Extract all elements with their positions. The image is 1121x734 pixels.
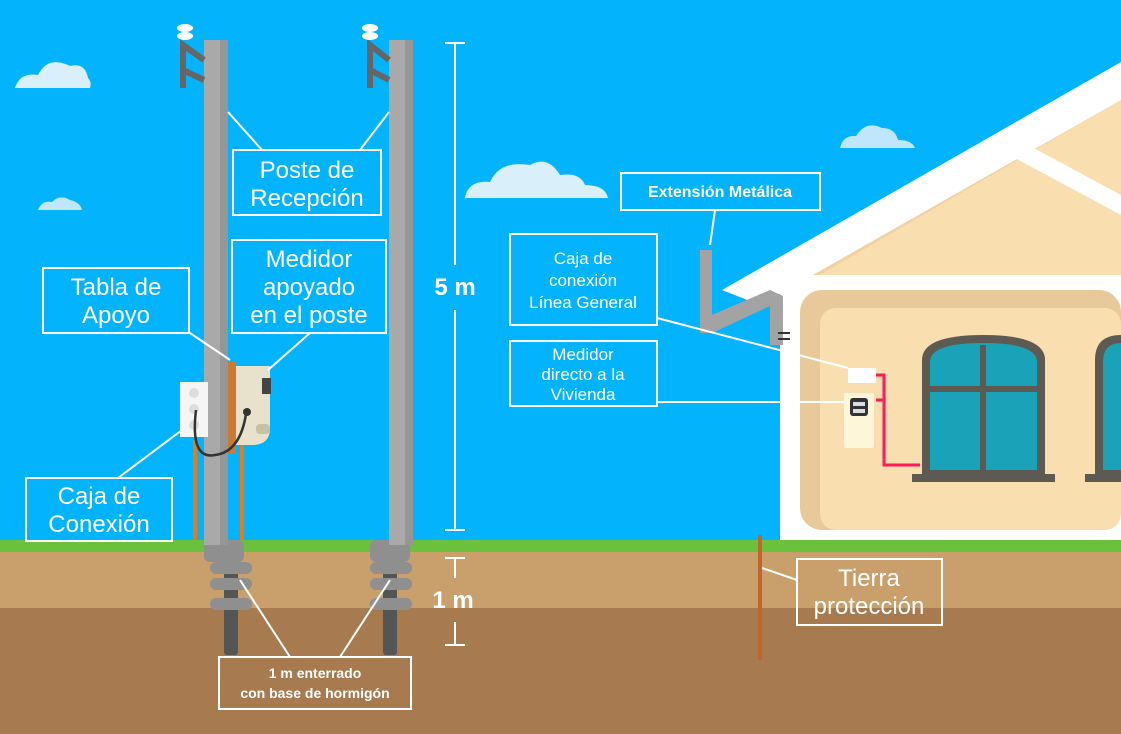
svg-text:Recepción: Recepción bbox=[250, 185, 363, 212]
svg-text:Tabla de: Tabla de bbox=[71, 274, 162, 301]
cable bbox=[193, 409, 248, 457]
svg-text:protección: protección bbox=[814, 593, 925, 620]
soil-top bbox=[0, 552, 1121, 608]
cloud-icon bbox=[840, 125, 915, 148]
cloud-icon bbox=[15, 62, 91, 88]
pole-right bbox=[362, 24, 413, 655]
window bbox=[1085, 335, 1121, 482]
svg-text:en el poste: en el poste bbox=[250, 302, 367, 329]
label-poste-recepcion: Poste de Recepción bbox=[232, 149, 382, 216]
label-1m: 1 m bbox=[432, 587, 473, 614]
svg-text:Medidor: Medidor bbox=[552, 345, 614, 364]
svg-text:Apoyo: Apoyo bbox=[82, 302, 150, 329]
soil-bottom bbox=[0, 608, 1121, 734]
label-extension-metalica: Extensión Metálica bbox=[620, 172, 821, 211]
window bbox=[912, 335, 1055, 482]
label-tabla-apoyo: Tabla de Apoyo bbox=[42, 267, 190, 334]
ground-rod bbox=[758, 535, 762, 660]
svg-text:Medidor: Medidor bbox=[266, 246, 353, 273]
label-caja-linea-general: Caja de conexión Línea General bbox=[509, 233, 658, 326]
cloud-icon bbox=[465, 161, 608, 198]
svg-text:Tierra: Tierra bbox=[838, 565, 900, 592]
svg-text:Vivienda: Vivienda bbox=[551, 385, 616, 404]
cloud-icon bbox=[38, 197, 82, 210]
label-tierra-proteccion: Tierra protección bbox=[796, 558, 943, 626]
svg-text:apoyado: apoyado bbox=[263, 274, 355, 301]
svg-text:Caja de: Caja de bbox=[554, 249, 613, 268]
red-wire bbox=[876, 373, 920, 467]
leader-lines bbox=[117, 111, 849, 658]
label-medidor-vivienda: Medidor directo a la Vivienda bbox=[509, 340, 658, 407]
label-enterrado: 1 m enterrado con base de hormigón bbox=[218, 656, 412, 710]
support-board bbox=[228, 362, 236, 454]
grass bbox=[0, 540, 1121, 552]
house bbox=[700, 62, 1121, 540]
dimension-1m bbox=[445, 557, 465, 646]
label-medidor-poste: Medidor apoyado en el poste bbox=[231, 239, 387, 334]
label-caja-conexion: Caja de Conexión bbox=[25, 477, 173, 542]
svg-text:Poste de: Poste de bbox=[260, 157, 355, 184]
svg-text:Línea General: Línea General bbox=[529, 293, 637, 312]
svg-text:Caja de: Caja de bbox=[58, 483, 141, 510]
svg-text:1 m enterrado: 1 m enterrado bbox=[269, 665, 362, 681]
svg-text:Conexión: Conexión bbox=[48, 511, 149, 538]
metal-extension bbox=[700, 250, 783, 345]
house-meter bbox=[844, 393, 874, 448]
label-5m: 5 m bbox=[434, 274, 475, 301]
svg-text:Extensión Metálica: Extensión Metálica bbox=[648, 184, 792, 201]
svg-text:directo a la: directo a la bbox=[541, 365, 625, 384]
junction-box bbox=[848, 368, 876, 383]
dimension-5m bbox=[445, 42, 465, 531]
svg-text:conexión: conexión bbox=[549, 271, 617, 290]
pole-left bbox=[177, 24, 252, 655]
svg-text:con base de hormigón: con base de hormigón bbox=[240, 685, 389, 701]
